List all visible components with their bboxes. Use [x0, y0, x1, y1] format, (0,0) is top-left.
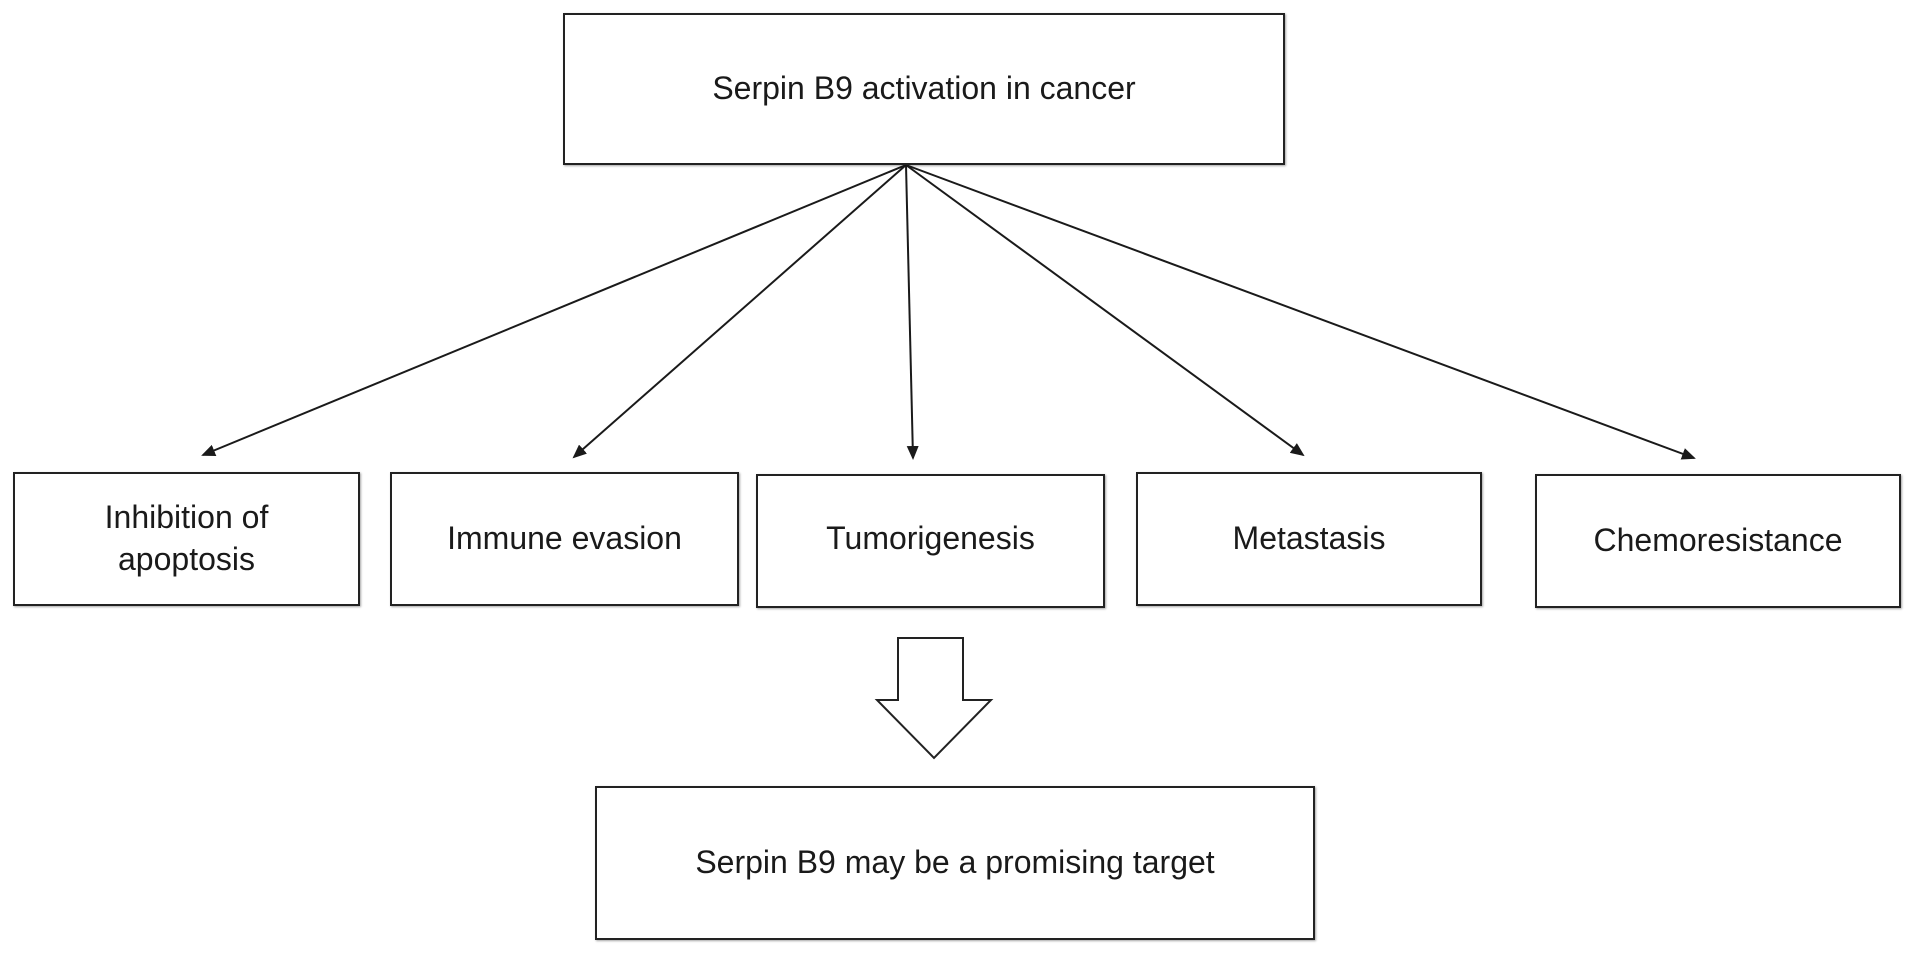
arrow-to-metastasis — [905, 164, 1305, 457]
arrow-to-tumorigenesis — [905, 164, 919, 460]
effect-node-label: Chemoresistance — [1593, 522, 1843, 559]
conclusion-node-label: Serpin B9 may be a promising target — [695, 844, 1215, 881]
effect-node-tumorigenesis: Tumorigenesis — [756, 474, 1105, 608]
conclusion-node-promising-target: Serpin B9 may be a promising target — [595, 786, 1315, 940]
arrow-to-inhibition-of-apoptosis — [201, 164, 907, 456]
root-node-serpin-b9-activation: Serpin B9 activation in cancer — [563, 13, 1285, 165]
effect-node-metastasis: Metastasis — [1136, 472, 1482, 606]
effect-node-chemoresistance: Chemoresistance — [1535, 474, 1901, 608]
effect-node-inhibition-of-apoptosis: Inhibition of apoptosis — [13, 472, 360, 606]
block-down-arrow-icon — [874, 637, 994, 760]
effect-node-label: Metastasis — [1232, 520, 1386, 557]
effect-node-label: Inhibition of apoptosis — [104, 499, 269, 577]
root-node-label: Serpin B9 activation in cancer — [712, 70, 1136, 107]
effect-node-immune-evasion: Immune evasion — [390, 472, 739, 606]
effect-node-label: Immune evasion — [447, 520, 682, 557]
arrow-to-immune-evasion — [572, 164, 907, 459]
effect-node-label: Tumorigenesis — [826, 520, 1035, 556]
arrow-to-chemoresistance — [905, 164, 1696, 460]
